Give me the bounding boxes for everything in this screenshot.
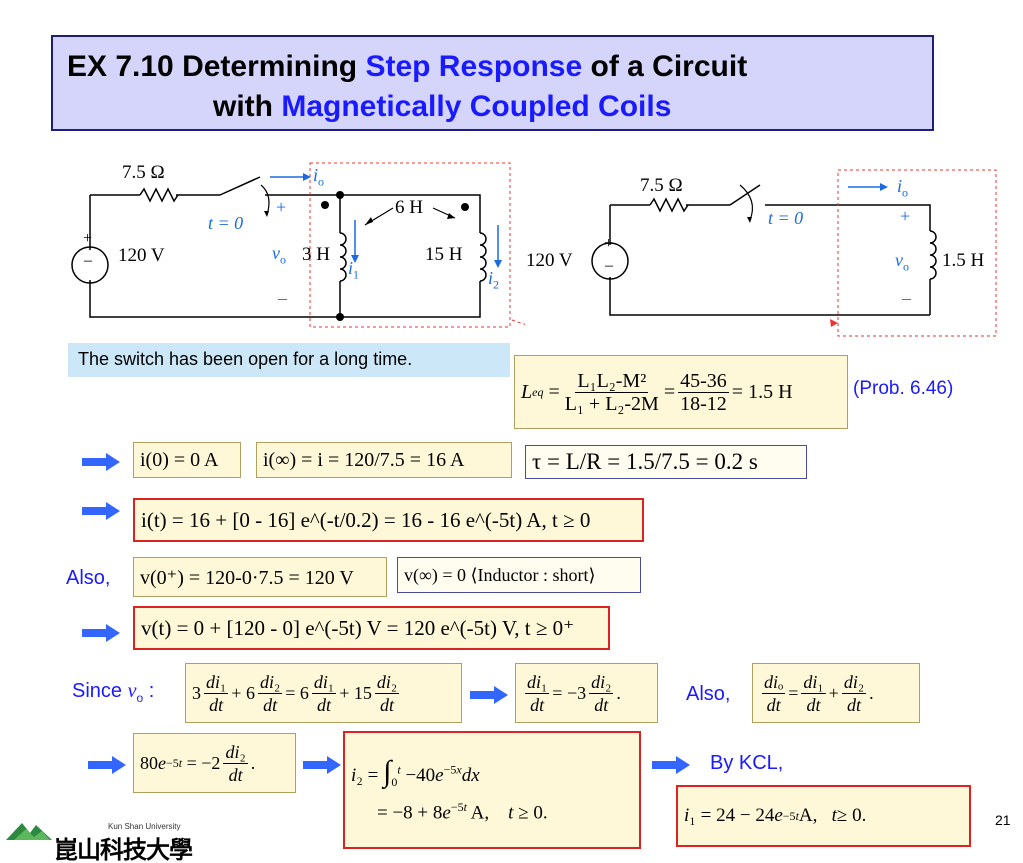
also-label-2: Also, <box>686 683 731 705</box>
resistor-label-left: 7.5 Ω <box>122 162 165 183</box>
source-label-left: 120 V <box>118 245 165 266</box>
source-minus-right: – <box>605 257 613 274</box>
l2-label: 15 H <box>425 244 463 265</box>
eq-i2-integral: i₂ = ∫0t −40e−5xdx = −8 + 8e−5t A, t ≥ 0… <box>343 731 641 849</box>
vo-label-left: vo <box>272 243 286 267</box>
title-line2-prefix: with <box>213 90 282 123</box>
eq-io-final: i(∞) = i = 120/7.5 = 16 A <box>256 442 512 478</box>
circuit-diagram-equivalent <box>591 169 997 337</box>
minus-vo-right: – <box>902 288 911 308</box>
source-plus-left: + <box>83 230 93 247</box>
right-arrow-icon <box>652 756 690 774</box>
source-plus-right: + <box>604 235 614 252</box>
source-minus-left: – <box>84 252 92 269</box>
prob-reference: (Prob. 6.46) <box>853 378 954 399</box>
eq-vo-t: v(t) = 0 + [120 - 0] e^(-5t) V = 120 e^(… <box>133 606 610 650</box>
eq-vo-initial: v(0⁺) = 120-0·7.5 = 120 V <box>133 557 387 597</box>
l1-label: 3 H <box>302 244 330 265</box>
switch-label-left: t = 0 <box>208 213 244 233</box>
mutual-label: 6 H <box>395 197 423 218</box>
switch-note: The switch has been open for a long time… <box>68 343 510 377</box>
right-arrow-icon <box>82 453 120 471</box>
title-highlight-step-response: Step Response <box>365 50 583 83</box>
leq-label-right: 1.5 H <box>942 250 985 271</box>
current-io-left: io <box>313 165 325 189</box>
eq-io-initial: i(0) = 0 A <box>133 442 241 478</box>
logo-english: Kun Shan University <box>108 822 181 831</box>
right-arrow-icon <box>82 624 120 642</box>
eq-vo-final: v(∞) = 0 ⟨Inductor : short⟩ <box>397 557 641 593</box>
current-io-right: io <box>897 176 909 200</box>
voltage-source-icon <box>71 246 109 284</box>
vo-label-right: vo <box>895 250 909 274</box>
minus-vo-left: – <box>278 288 287 308</box>
eq-tau: τ = L/R = 1.5/7.5 = 0.2 s <box>525 445 807 479</box>
university-logo-icon <box>6 823 52 840</box>
resistor-label-right: 7.5 Ω <box>640 175 683 196</box>
by-kcl-label: By KCL, <box>710 752 784 774</box>
eq-io-t: i(t) = 16 + [0 - 16] e^(-t/0.2) = 16 - 1… <box>133 498 644 542</box>
i2-label: i2 <box>488 268 500 292</box>
switch-label-right: t = 0 <box>768 208 804 228</box>
title-line1-suffix: of a Circuit <box>582 50 748 83</box>
plus-vo-left: + <box>276 197 287 217</box>
right-arrow-icon <box>470 686 508 704</box>
right-arrow-icon <box>82 502 120 520</box>
voltage-source-icon-right <box>591 242 629 280</box>
plus-vo-right: + <box>900 206 911 226</box>
i1-label: i1 <box>348 258 360 282</box>
since-label: Since vo : <box>72 680 155 705</box>
title-highlight-coupled-coils: Magnetically Coupled Coils <box>281 90 672 123</box>
circuit-diagram-coupled <box>71 162 525 328</box>
title-line1-prefix: EX 7.10 Determining <box>67 50 366 83</box>
also-label-1: Also, <box>66 567 111 589</box>
page-number: 21 <box>995 812 1011 828</box>
slide-title: EX 7.10 Determining Step Response of a C… <box>51 35 934 131</box>
right-arrow-icon <box>88 756 126 774</box>
source-label-right: 120 V <box>526 250 573 271</box>
right-arrow-icon <box>303 756 341 774</box>
logo-chinese: 崑山科技大學 <box>54 838 193 863</box>
